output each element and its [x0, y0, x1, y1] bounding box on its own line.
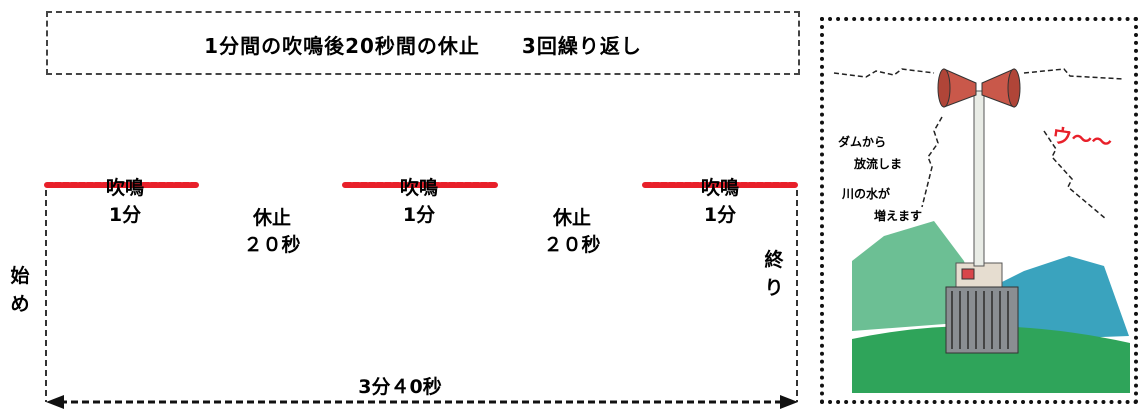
building-body [945, 286, 1019, 354]
wave-left [833, 68, 935, 78]
wave-right [1023, 68, 1125, 80]
siren-illustration: ダムから 放流しま 川の水が 増えます ウ〜〜 [820, 17, 1138, 404]
header-text: 1分間の吹鳴後20秒間の休止 3回繰り返し [204, 34, 642, 58]
arrow-head-right [780, 395, 798, 409]
wave-lower-right [1043, 130, 1107, 220]
start-label: 始め [10, 265, 30, 315]
wave-lower-left [921, 116, 943, 208]
ground [852, 325, 1130, 393]
siren-scene [833, 68, 1130, 393]
header-box [46, 11, 800, 75]
speech-line-2: 放流しま [854, 157, 903, 171]
total-duration-label: 3分４0秒 [358, 376, 442, 398]
speech-line-3: 川の水が [842, 187, 891, 201]
speech-line-4: 増えます [874, 209, 923, 223]
end-label: 終り [764, 249, 784, 299]
arrow-head-left [46, 395, 64, 409]
siren-pole [973, 90, 985, 267]
mountain-blue [984, 256, 1129, 341]
building-light [961, 268, 975, 280]
speech-line-1: ダムから [838, 135, 887, 149]
